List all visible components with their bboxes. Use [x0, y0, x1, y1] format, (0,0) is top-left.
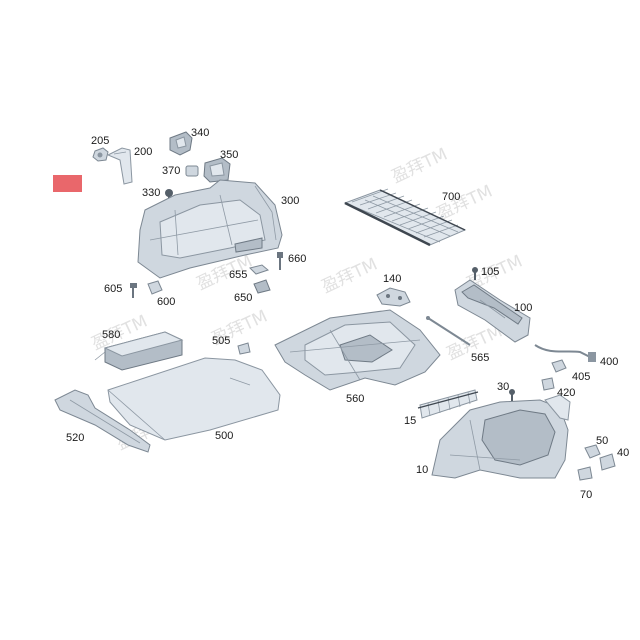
- label-600: 600: [157, 296, 175, 308]
- part-140-bracket: [376, 287, 411, 307]
- part-600-clip: [147, 280, 163, 295]
- part-565-rod: [426, 316, 471, 346]
- part-30-screw: [509, 389, 515, 401]
- part-50-fastener: [584, 444, 601, 459]
- part-15-net: [417, 389, 479, 419]
- part-605-screw: [130, 283, 137, 298]
- watermark: 盈拜TM: [389, 144, 451, 187]
- part-500-floor-panel: [107, 357, 281, 441]
- label-15: 15: [404, 415, 416, 427]
- label-700: 700: [442, 191, 460, 203]
- label-340: 340: [191, 127, 209, 139]
- highlight-marker: [53, 175, 82, 192]
- label-330: 330: [142, 187, 160, 199]
- part-340-handle: [169, 131, 193, 156]
- label-505: 505: [212, 335, 230, 347]
- part-405-fastener: [551, 359, 567, 373]
- label-605: 605: [104, 283, 122, 295]
- part-10-side-trim: [431, 394, 571, 479]
- part-100-rear-trim: [454, 279, 531, 343]
- label-660: 660: [288, 253, 306, 265]
- label-30: 30: [497, 381, 509, 393]
- part-650-clip: [253, 279, 271, 294]
- label-500: 500: [215, 430, 233, 442]
- label-205: 205: [91, 135, 109, 147]
- part-200-bracket: [106, 147, 133, 185]
- label-650: 650: [234, 292, 252, 304]
- part-350-housing: [203, 157, 231, 183]
- label-655: 655: [229, 269, 247, 281]
- part-660-screw: [277, 252, 283, 270]
- label-400: 400: [600, 356, 618, 368]
- label-200: 200: [134, 146, 152, 158]
- part-205-nut: [92, 147, 109, 162]
- part-505-clip: [237, 342, 251, 355]
- label-10: 10: [416, 464, 428, 476]
- part-580-storage-box: [94, 331, 184, 371]
- label-565: 565: [471, 352, 489, 364]
- label-100: 100: [514, 302, 532, 314]
- part-400-cable: [534, 344, 596, 362]
- part-labels: 205 200 340 370 350 330 300 700 605 600 …: [66, 127, 629, 501]
- label-50: 50: [596, 435, 608, 447]
- part-420-clip: [541, 377, 555, 391]
- part-70-clip: [577, 466, 593, 481]
- part-370-clip: [185, 165, 199, 177]
- label-405: 405: [572, 371, 590, 383]
- part-105-screw: [472, 267, 478, 280]
- label-370: 370: [162, 165, 180, 177]
- watermark: 盈拜TM: [319, 254, 381, 297]
- label-70: 70: [580, 489, 592, 501]
- label-140: 140: [383, 273, 401, 285]
- part-520-trim-strip: [54, 389, 151, 453]
- label-560: 560: [346, 393, 364, 405]
- label-350: 350: [220, 149, 238, 161]
- label-520: 520: [66, 432, 84, 444]
- label-300: 300: [281, 195, 299, 207]
- part-300-side-panel: [137, 179, 283, 279]
- part-700-cargo-net: [343, 188, 467, 247]
- label-40: 40: [617, 447, 629, 459]
- label-580: 580: [102, 329, 120, 341]
- label-105: 105: [481, 266, 499, 278]
- part-40-bracket: [599, 453, 616, 471]
- part-655-clip: [249, 264, 270, 275]
- label-420: 420: [557, 387, 575, 399]
- part-560-floor-tray: [274, 309, 441, 391]
